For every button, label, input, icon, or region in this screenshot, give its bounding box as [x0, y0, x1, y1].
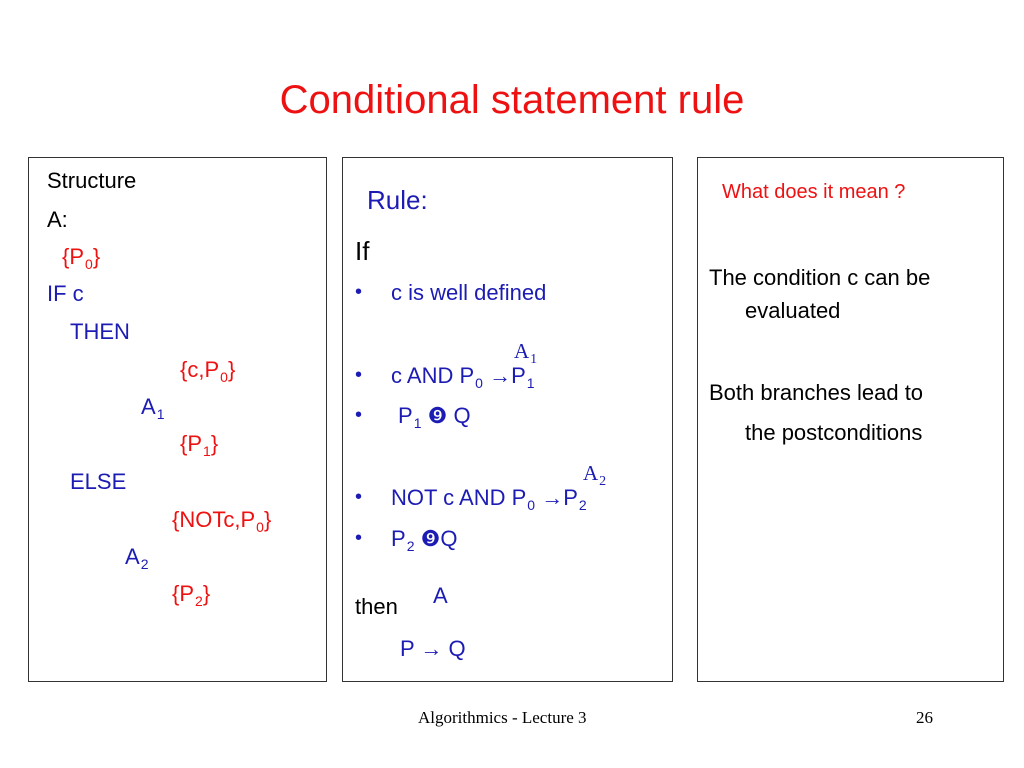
action-a1: A1 — [141, 394, 165, 422]
meaning-line-1a: The condition c can be — [709, 265, 931, 290]
then-keyword: THEN — [70, 319, 130, 344]
meaning-panel: What does it mean ? The condition c can … — [697, 157, 1004, 682]
assertion-notc-p0: {NOTc,P0} — [172, 507, 272, 535]
rule-heading: Rule: — [367, 185, 428, 215]
rule-item-not-c-and-p0: NOT c AND P0 →P2 — [391, 485, 587, 513]
rule-item-p1-q: P1 ❾ Q — [398, 403, 471, 431]
rule-if: If — [355, 236, 370, 266]
conclusion-arrow-label: A — [433, 583, 448, 608]
meaning-line-2a: Both branches lead to — [709, 380, 924, 405]
structure-panel: Structure A: {P0} IF c THEN {c,P0} A1 {P… — [28, 157, 327, 682]
rule-item-p2-q: P2 ❾Q — [391, 526, 458, 554]
rule-panel: Rule: If • c is well defined A1 • c AND … — [342, 157, 673, 682]
precondition-p0: {P0} — [62, 244, 101, 272]
arrow-label-a2: A2 — [583, 461, 607, 489]
footer-page-number: 26 — [916, 708, 933, 727]
assertion-p2: {P2} — [172, 581, 211, 609]
bullet-3: • — [355, 404, 363, 426]
bullet-1: • — [355, 281, 363, 303]
assertion-c-p0: {c,P0} — [180, 357, 236, 385]
rule-item-c-and-p0: c AND P0 →P1 — [391, 363, 535, 391]
structure-a-label: A: — [47, 207, 68, 232]
rule-then: then — [355, 594, 398, 619]
rule-item-well-defined: c is well defined — [391, 280, 547, 305]
meaning-line-2b: the postconditions — [745, 420, 923, 445]
bullet-5: • — [355, 527, 363, 549]
footer-lecture: Algorithmics - Lecture 3 — [418, 708, 587, 727]
assertion-p1: {P1} — [180, 431, 219, 459]
bullet-2: • — [355, 364, 363, 386]
if-c-line: IF c — [47, 281, 84, 306]
arrow-label-a1: A1 — [514, 339, 538, 367]
meaning-line-1b: evaluated — [745, 298, 841, 323]
rule-conclusion: P → Q — [400, 636, 466, 661]
structure-heading: Structure — [47, 168, 137, 193]
bullet-4: • — [355, 486, 363, 508]
slide-title: Conditional statement rule — [279, 78, 745, 122]
else-keyword: ELSE — [70, 469, 127, 494]
action-a2: A2 — [125, 544, 149, 572]
meaning-heading: What does it mean ? — [722, 181, 906, 203]
